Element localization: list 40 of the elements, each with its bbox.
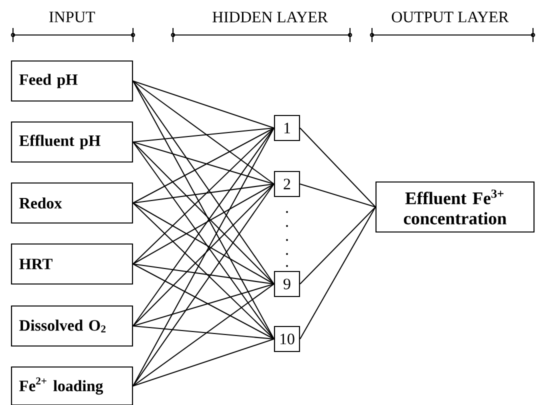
connection-line [132,128,274,386]
input-box: Dissolved O$_{2}$ [10,305,134,347]
connection-line [132,184,274,326]
hidden-node-box: 2 [274,170,300,198]
connection-line [132,80,274,340]
connection-line [300,206,376,284]
input-box: Fe$^{2+}$ loading [10,366,134,405]
layer-heading: HIDDEN LAYER [212,12,328,22]
connection-line [132,128,274,264]
connection-line [132,184,274,264]
input-box: Effluent pH [10,121,134,163]
input-box: HRT [10,243,134,285]
connection-line [132,264,274,340]
connection-line [132,202,274,340]
connection-line [132,263,274,285]
connection-line [132,80,274,184]
connection-line [132,338,274,386]
hidden-node-box: 9 [274,270,300,298]
hidden-node-box: 1 [274,114,300,142]
connection-line [300,184,376,208]
connection-line [132,142,274,284]
connection-line [132,184,274,386]
layer-heading: INPUT [49,12,96,22]
hidden-node-box: 10 [274,326,300,352]
connection-line [300,206,376,340]
connection-line [132,80,274,128]
connection-line [132,142,274,185]
connection-line [132,80,274,284]
connection-line [132,128,274,204]
input-box: Redox [10,182,134,224]
connection-line [132,127,274,143]
connection-line [132,183,274,204]
connection-line [132,202,274,284]
layer-heading: OUTPUT LAYER [392,12,509,22]
connection-line [132,284,274,327]
input-box: Feed pH [10,60,134,102]
connection-line [300,128,376,208]
output-box: Effluent Fe$^{3+}$ concentration [375,181,535,233]
connection-line [132,284,274,386]
connection-line [132,325,274,340]
